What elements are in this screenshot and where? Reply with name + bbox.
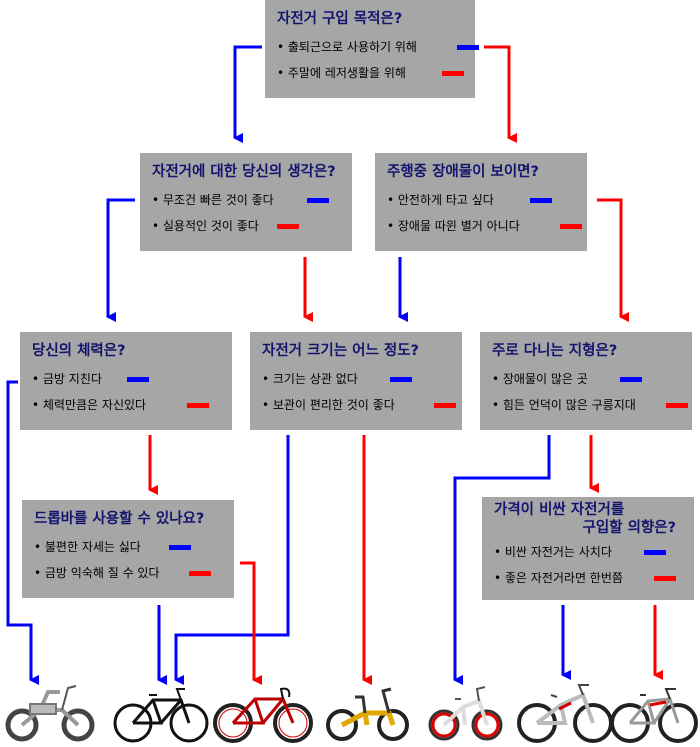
node-terrain: 주로 다니는 지형은? • 장애물이 많은 곳 • 힘든 언덕이 많은 구릉지대 [480, 332, 692, 430]
road-bike-icon [213, 687, 313, 743]
option-luxury: • 비싼 자전거는 사치다 [494, 543, 684, 561]
option-commute: • 출퇴근으로 사용하기 위해 [277, 38, 479, 56]
blue-marker [457, 45, 479, 50]
red-marker [189, 571, 211, 576]
arrow-dropbar-red [240, 561, 262, 685]
red-marker [666, 403, 688, 408]
option-no-uncomfortable: • 불편한 자세는 싫다 [34, 538, 224, 556]
blue-marker [127, 377, 149, 382]
option-obstacles: • 장애물이 많은 곳 [492, 370, 682, 388]
question-dropbar: 드롭바를 사용할 수 있나요? [34, 511, 205, 527]
node-thought: 자전거에 대한 당신의 생각은? • 무조건 빠른 것이 좋다 • 실용적인 것… [140, 153, 352, 251]
arrow-terrain-blue [453, 435, 551, 685]
blue-marker [390, 377, 412, 382]
arrow-stamina-blue [6, 380, 39, 685]
option-get-used: • 금방 익숙해 질 수 있다 [34, 564, 224, 582]
blue-marker [620, 377, 642, 382]
question-stamina: 당신의 체력은? [32, 343, 126, 359]
node-size: 자전거 크기는 어느 정도? • 크기는 상관 없다 • 보관이 편리한 것이 … [250, 332, 462, 430]
blue-marker [169, 545, 191, 550]
option-tired: • 금방 지친다 [32, 370, 222, 388]
question-thought: 자전거에 대한 당신의 생각은? [152, 164, 336, 180]
blue-marker [644, 550, 666, 555]
red-marker [277, 224, 299, 229]
option-leisure: • 주말에 레저생활을 위해 [277, 64, 465, 82]
arrow-size-blue [174, 435, 290, 685]
question-obstacle: 주행중 장애물이 보이면? [387, 164, 539, 180]
arrow-purpose-red [484, 45, 517, 143]
hardtail-mtb-icon [610, 688, 698, 743]
option-hills: • 힘든 언덕이 많은 구릉지대 [492, 396, 688, 414]
question-terrain: 주로 다니는 지형은? [492, 343, 618, 359]
hybrid-bike-icon [113, 688, 209, 743]
option-worth-it: • 좋은 자전거라면 한번쯤 [494, 569, 684, 587]
arrow-purpose-blue [233, 45, 262, 143]
node-dropbar: 드롭바를 사용할 수 있나요? • 불편한 자세는 싫다 • 금방 익숙해 질 … [22, 500, 234, 598]
option-no-matter: • 장애물 따윈 별거 아니다 [387, 217, 582, 235]
red-marker [187, 403, 209, 408]
node-price: 가격이 비싼 자전거를 구입할 의향은? • 비싼 자전거는 사치다 • 좋은 … [482, 497, 694, 600]
red-marker [442, 71, 464, 76]
option-easy-storage: • 보관이 편리한 것이 좋다 [262, 396, 456, 414]
node-obstacle: 주행중 장애물이 보이면? • 안전하게 타고 싶다 • 장애물 따윈 별거 아… [375, 153, 587, 251]
red-marker [560, 224, 582, 229]
arrow-obstacle-red [597, 198, 629, 322]
option-practical: • 실용적인 것이 좋다 [152, 217, 342, 235]
blue-marker [530, 198, 552, 203]
electric-bike-icon [5, 685, 95, 742]
option-safe: • 안전하게 타고 싶다 [387, 191, 577, 209]
option-fast: • 무조건 빠른 것이 좋다 [152, 191, 342, 209]
question-price-line1: 가격이 비싼 자전거를 [494, 502, 625, 518]
full-suspension-mtb-icon [517, 684, 613, 743]
option-strong: • 체력만큼은 자신있다 [32, 396, 222, 414]
question-price: 가격이 비싼 자전거를 구입할 의향은? [494, 501, 684, 537]
folding-bike-yellow-icon [326, 687, 409, 741]
node-purpose: 자전거 구입 목적은? • 출퇴근으로 사용하기 위해 • 주말에 레저생활을 … [265, 0, 479, 98]
red-marker [434, 403, 456, 408]
question-price-line2: 구입할 의향은? [582, 520, 677, 536]
folding-bike-red-icon [428, 686, 503, 741]
question-purpose: 자전거 구입 목적은? [277, 11, 403, 27]
option-any-size: • 크기는 상관 없다 [262, 370, 452, 388]
question-size: 자전거 크기는 어느 정도? [262, 343, 419, 359]
node-stamina: 당신의 체력은? • 금방 지친다 • 체력만큼은 자신있다 [20, 332, 232, 430]
red-marker [654, 576, 676, 581]
arrow-thought-blue [106, 198, 135, 322]
blue-marker [307, 198, 329, 203]
